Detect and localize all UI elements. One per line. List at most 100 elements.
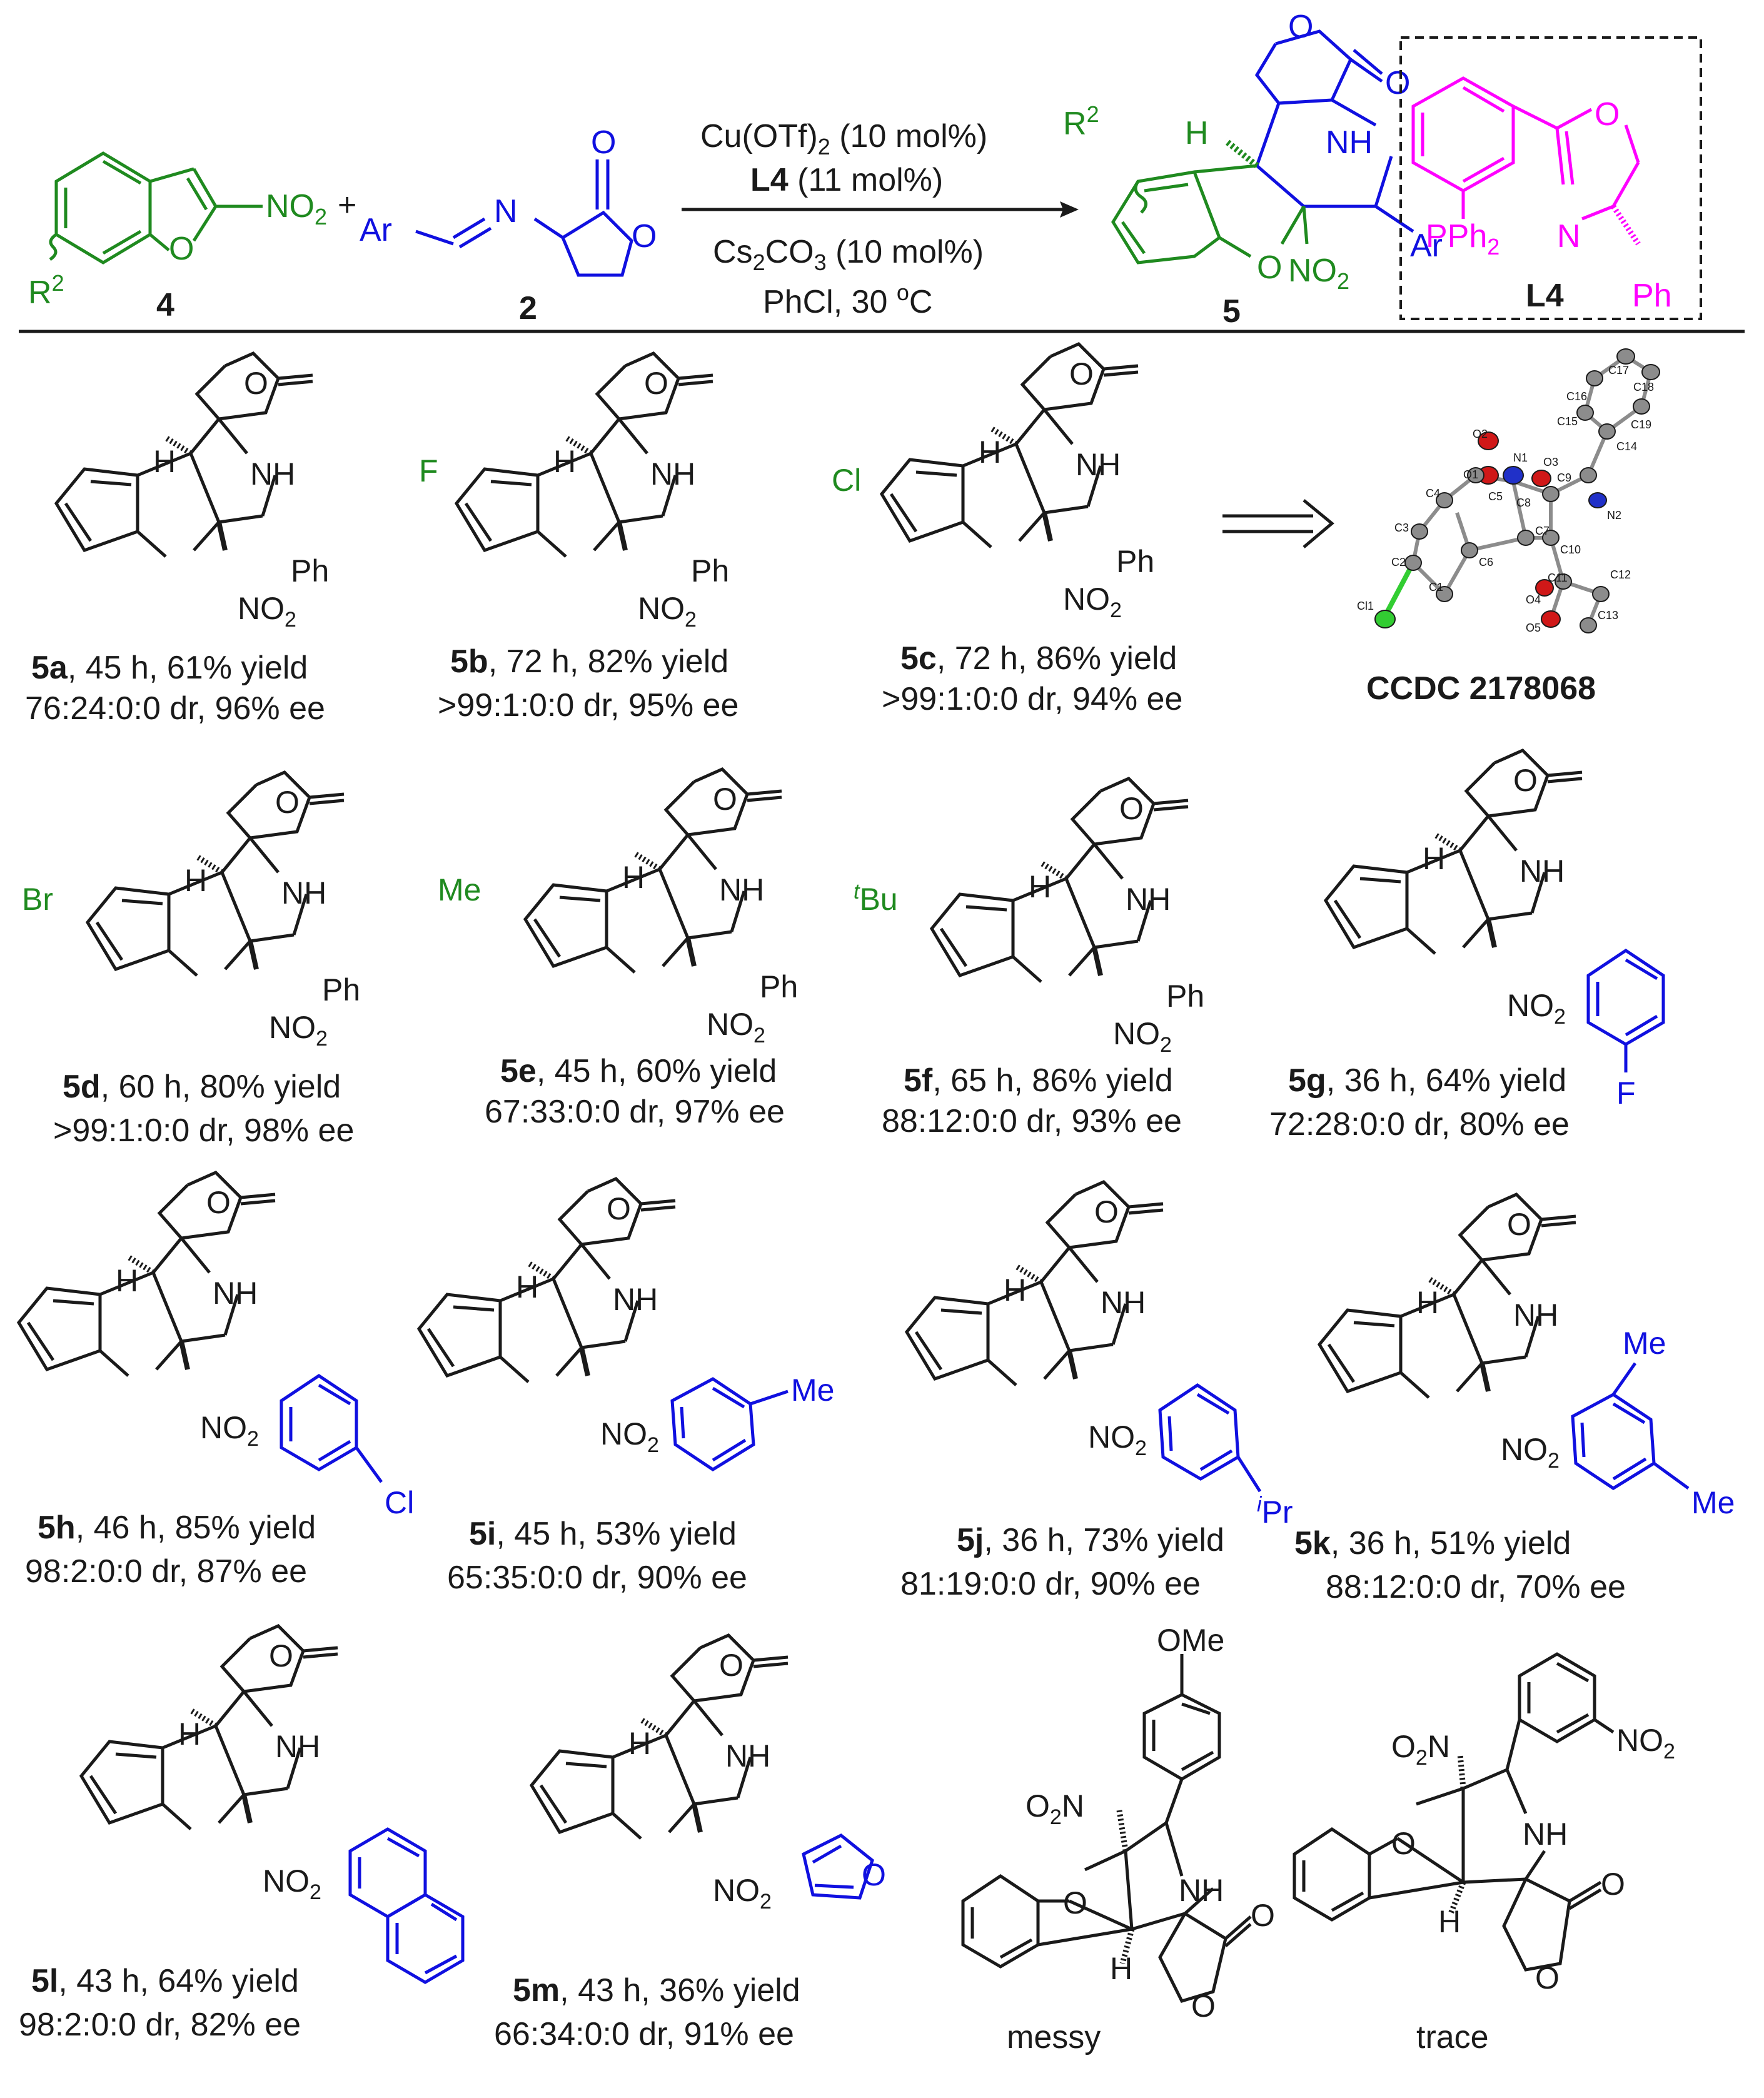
compound-5h-caption: 5h, 46 h, 85% yield — [38, 1510, 316, 1546]
reactant-4-number: 4 — [156, 287, 174, 323]
atom-label: N1 — [1513, 451, 1528, 464]
label-o: O — [644, 366, 668, 401]
label-nh: NH — [650, 456, 695, 492]
condition-catalyst: Cu(OTf)2 (10 mol%) — [700, 118, 987, 159]
ligand-o: O — [1595, 96, 1620, 133]
failed-ome: OMe O2N O NH H O O messy — [961, 1623, 1275, 2055]
label-no2: NO2 — [713, 1873, 772, 1914]
label-h: H — [184, 863, 207, 898]
compound-5c-caption: 5c, 72 h, 86% yield — [900, 640, 1177, 677]
ligand-n: N — [1557, 218, 1581, 255]
label-h: H — [979, 435, 1001, 470]
label-o: O — [1094, 1194, 1119, 1229]
atom-label: C12 — [1610, 568, 1631, 581]
label-nh: NH — [275, 1729, 320, 1764]
compound-5k-caption: 5k, 36 h, 51% yield — [1294, 1525, 1571, 1561]
compound-5l: O H NH NO2 5l, 43 h, 64% yield 98:2:0:0 … — [19, 1626, 465, 2043]
product-5-ring-o: O — [1257, 250, 1282, 286]
condition-base: Cs2CO3 (10 mol%) — [713, 234, 984, 275]
atom-label: C10 — [1560, 543, 1581, 556]
product-5-carbonyl-o: O — [1385, 65, 1410, 101]
reactant-2-imine-n: N — [494, 193, 518, 229]
compound-5g-caption: 5g, 36 h, 64% yield — [1288, 1062, 1566, 1099]
label-o: O — [275, 785, 300, 820]
h-label: H — [1110, 1951, 1132, 1986]
compound-5e-caption: 5e, 45 h, 60% yield — [500, 1053, 777, 1089]
compound-5j: O H NH NO2 iPr 5j, 36 h, 73% yield 81:19… — [900, 1182, 1293, 1602]
substituent-br: Br — [22, 882, 53, 917]
lactone-o: O — [1191, 1989, 1216, 2024]
reactant-2-ring-o: O — [632, 218, 657, 255]
label-no2: NO2 — [1501, 1432, 1560, 1473]
label-ph: Ph — [322, 972, 360, 1007]
substituent-f: F — [1616, 1076, 1636, 1111]
ring-o: O — [1063, 1885, 1087, 1920]
atom-label: C7 — [1535, 525, 1550, 537]
failed-nitroaryl: NO2 O2N O NH H O O trace — [1293, 1652, 1675, 2055]
atom-label: O3 — [1543, 456, 1558, 468]
trace-note: trace — [1416, 2019, 1489, 2055]
label-o: O — [713, 782, 737, 817]
compound-5b-caption: 5b, 72 h, 82% yield — [450, 643, 728, 680]
atom-label: N2 — [1607, 509, 1621, 522]
compound-5e: O H NH Ph NO2 Me 5e, 45 h, 60% yield 67:… — [438, 769, 798, 1130]
condition-ligand: L4 (11 mol%) — [750, 162, 943, 198]
atom-label: C3 — [1394, 522, 1409, 534]
label-no2: NO2 — [263, 1863, 321, 1904]
reactant-4-structure — [49, 151, 263, 265]
plus-sign: + — [338, 187, 356, 223]
compound-5e-selectivity: 67:33:0:0 dr, 97% ee — [485, 1094, 785, 1130]
label-h: H — [116, 1263, 138, 1298]
label-o: O — [269, 1638, 293, 1673]
reaction-arrowhead — [1060, 201, 1079, 218]
lactone-o: O — [1535, 1960, 1560, 1995]
compound-5a-caption: 5a, 45 h, 61% yield — [31, 650, 308, 686]
carbonyl-o: O — [1251, 1898, 1275, 1933]
label-ph: Ph — [1166, 979, 1204, 1014]
compound-5d: O H NH Ph NO2 Br 5d, 60 h, 80% yield >99… — [22, 772, 360, 1149]
compound-5l-selectivity: 98:2:0:0 dr, 82% ee — [19, 2007, 301, 2043]
compound-5a-selectivity: 76:24:0:0 dr, 96% ee — [25, 690, 325, 727]
implies-arrow — [1222, 499, 1334, 548]
reactant-2-number: 2 — [519, 290, 537, 326]
label-no2: NO2 — [238, 591, 296, 632]
label-h: H — [1423, 841, 1445, 876]
label-nh: NH — [1076, 447, 1121, 482]
atom-label: C19 — [1631, 418, 1651, 431]
compound-5h-selectivity: 98:2:0:0 dr, 87% ee — [25, 1553, 307, 1590]
xray-structure: C17 C18 C16 C15 C19 C14 O2 N1 O3 O1 C9 C… — [1357, 348, 1660, 707]
ligand-l4-structure — [1411, 76, 1641, 246]
compound-5d-caption: 5d, 60 h, 80% yield — [63, 1069, 341, 1105]
ligand-box — [1399, 36, 1702, 320]
nh-label: NH — [1179, 1873, 1224, 1908]
atom-label: C14 — [1616, 440, 1637, 453]
compound-5f-caption: 5f, 65 h, 86% yield — [904, 1062, 1173, 1099]
substituent-cl: Cl — [832, 463, 861, 498]
carbonyl-o: O — [1601, 1867, 1625, 1902]
compound-5i-selectivity: 65:35:0:0 dr, 90% ee — [447, 1560, 747, 1596]
compound-5i-caption: 5i, 45 h, 53% yield — [469, 1516, 737, 1552]
reactant-4-ring-oxygen: O — [169, 231, 194, 267]
label-h: H — [622, 860, 645, 895]
label-no2: NO2 — [600, 1416, 659, 1457]
compound-5a: O H NH Ph NO2 5a, 45 h, 61% yield 76:24:… — [25, 353, 329, 727]
atom-label: C2 — [1391, 556, 1406, 568]
compound-5j-caption: 5j, 36 h, 73% yield — [957, 1522, 1224, 1558]
label-no2: NO2 — [1507, 988, 1566, 1029]
label-no2: NO2 — [200, 1410, 259, 1451]
atom-label: O1 — [1463, 468, 1478, 481]
product-5-number: 5 — [1222, 293, 1241, 330]
label-nh: NH — [1513, 1298, 1558, 1333]
atom-label: C18 — [1633, 381, 1654, 393]
label-nh: NH — [1126, 882, 1171, 917]
compound-5i: O H NH NO2 Me 5i, 45 h, 53% yield 65:35:… — [419, 1179, 834, 1596]
label-nh: NH — [1520, 854, 1565, 889]
nitro-label: O2N — [1026, 1788, 1084, 1829]
atom-label: C6 — [1479, 556, 1493, 568]
substituent-ipr: iPr — [1257, 1493, 1293, 1530]
h-label: H — [1438, 1904, 1461, 1939]
label-no2: NO2 — [269, 1010, 328, 1051]
messy-note: messy — [1007, 2019, 1101, 2055]
label-nh: NH — [613, 1282, 658, 1317]
